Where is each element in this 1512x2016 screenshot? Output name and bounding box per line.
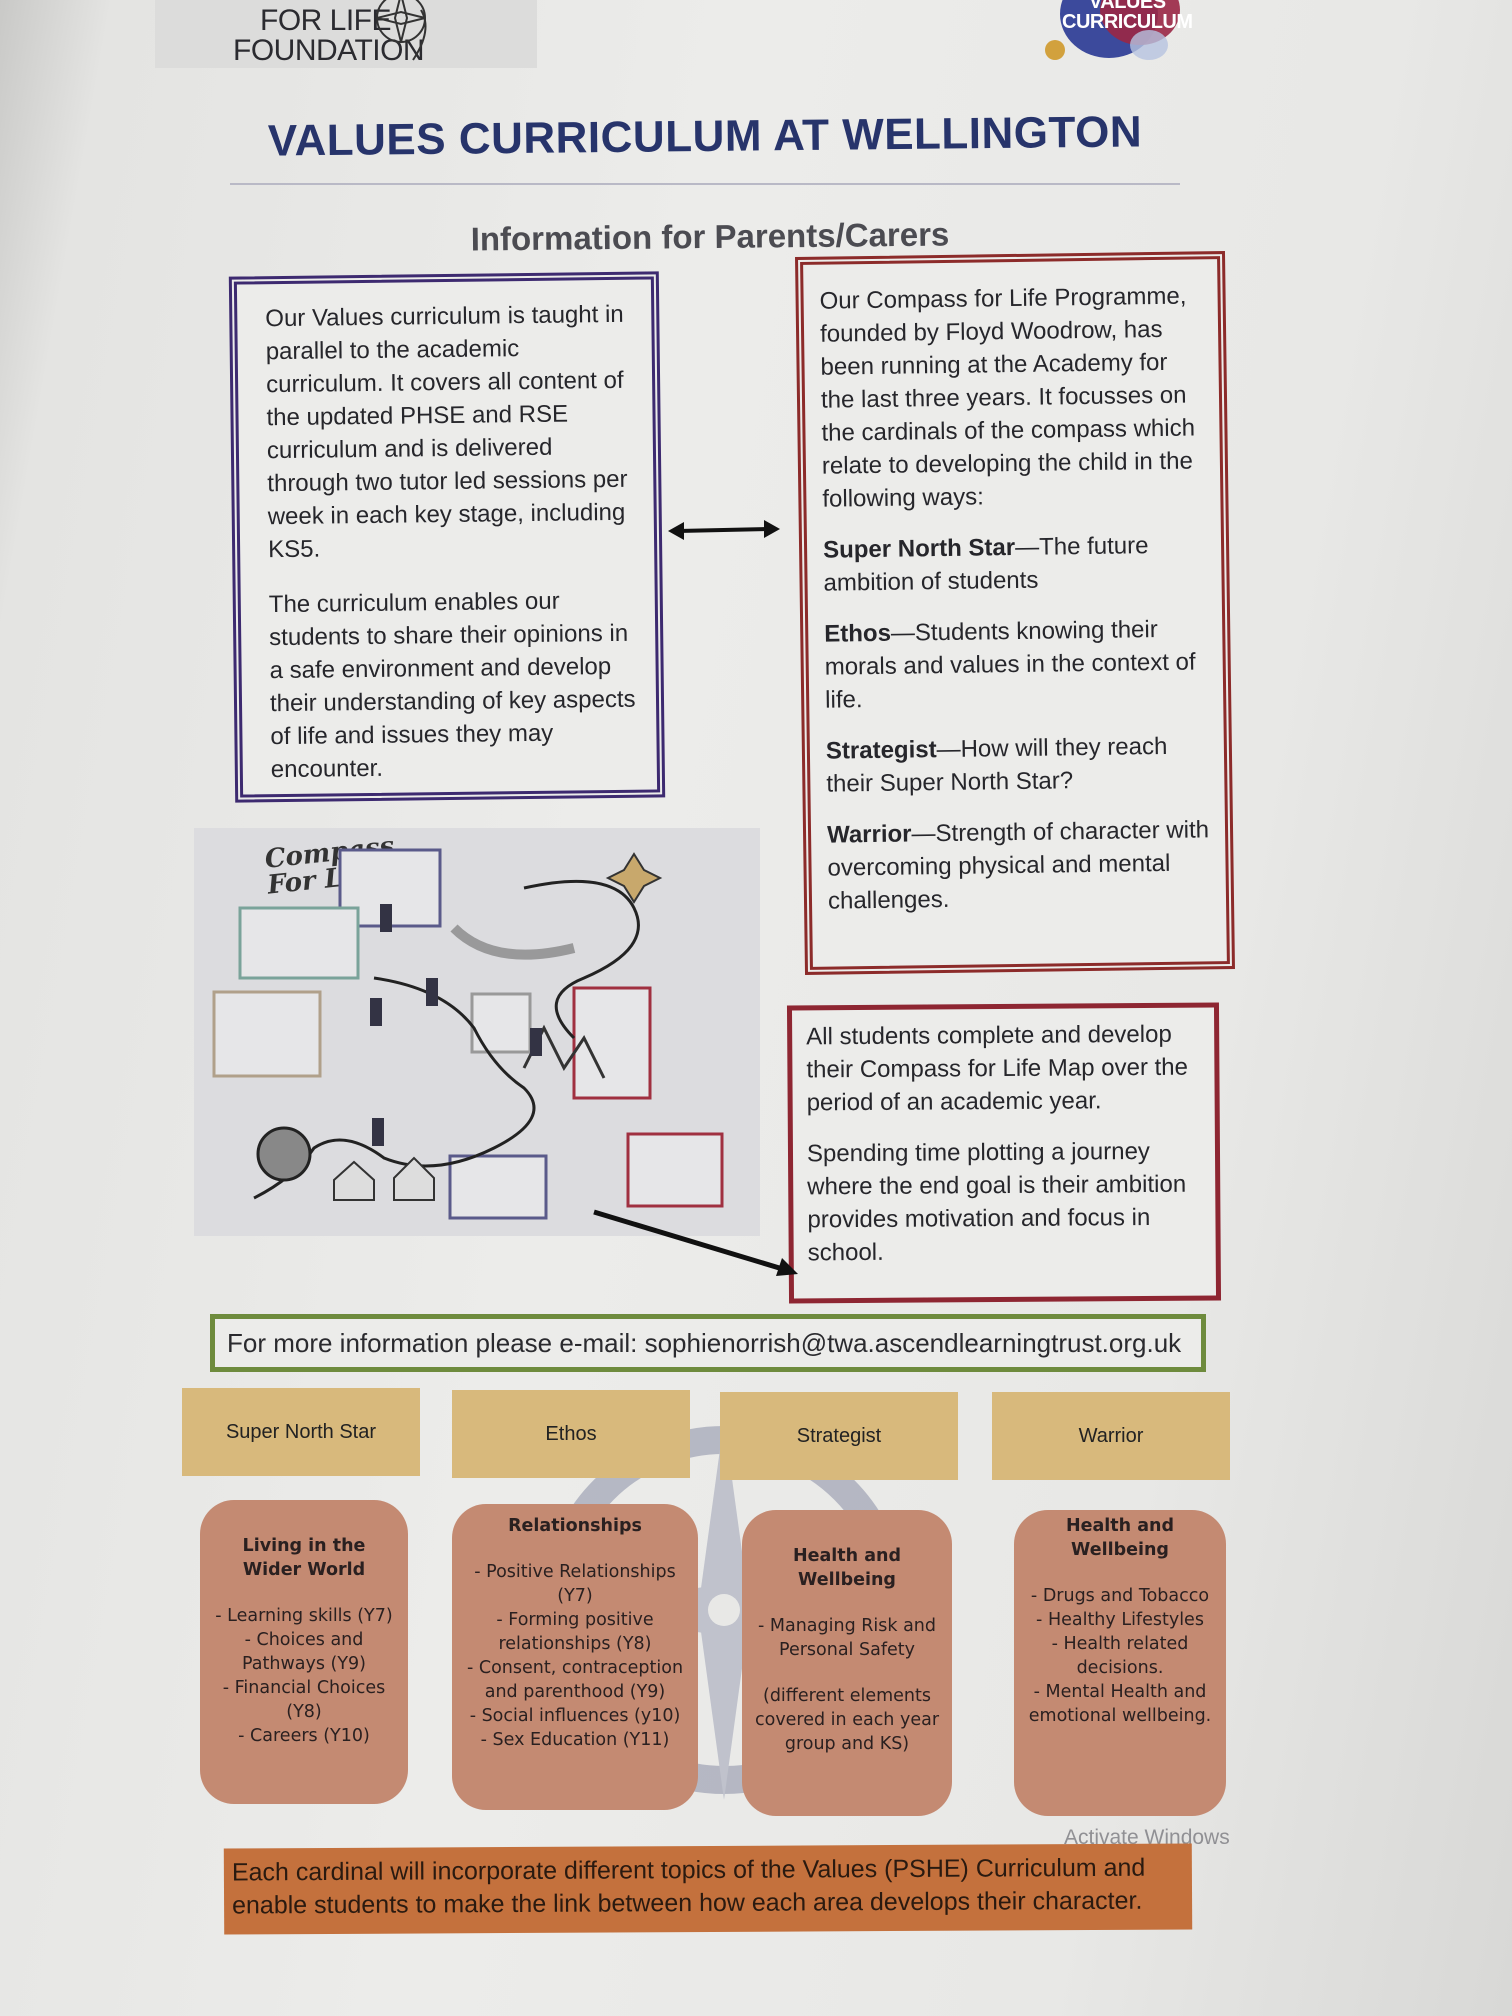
topic-item: Consent, contraception and parenthood (Y… (464, 1656, 686, 1704)
compass-item-ethos: Ethos—Students knowing their morals and … (824, 612, 1207, 716)
topic-heading: Relationships (508, 1516, 642, 1536)
map-para-1: All students complete and develop their … (806, 1020, 1189, 1117)
compass-item-warrior: Warrior—Strength of character with overc… (827, 813, 1210, 917)
topic-item: Forming positive relationships (Y8) (464, 1608, 686, 1656)
compass-rose-icon (376, 0, 427, 61)
map-para-2: Spending time plotting a journey where t… (806, 1137, 1187, 1267)
logo-left-line2: FOUNDATION (233, 34, 425, 67)
topic-health-wellbeing-strategist: Health and Wellbeing Managing Risk and P… (742, 1510, 952, 1816)
cardinal-ethos: Ethos (452, 1390, 690, 1478)
compass-term: Ethos (824, 619, 892, 648)
topic-item: Careers (Y10) (212, 1724, 396, 1748)
topic-relationships: Relationships Positive Relationships (Y7… (452, 1504, 698, 1810)
map-drawing (212, 848, 724, 1220)
summary-banner: Each cardinal will incorporate different… (223, 1843, 1193, 1935)
topic-living-in-wider-world: Living in the Wider World Learning skill… (200, 1500, 408, 1804)
topic-item: Healthy Lifestyles (1026, 1608, 1214, 1632)
logo-right-line2: CURRICULUM (1062, 11, 1193, 33)
double-arrow-icon (668, 520, 780, 540)
topic-heading: Living in the Wider World (242, 1536, 366, 1580)
activate-windows-watermark: Activate Windows (1064, 1826, 1230, 1849)
cardinal-super-north-star: Super North Star (182, 1388, 420, 1476)
topic-item: Financial Choices (Y8) (212, 1676, 396, 1724)
logo-right-line1: VALUES (1088, 0, 1166, 13)
map-info-box: All students complete and develop their … (786, 1002, 1222, 1304)
topic-item: Social influences (y10) (464, 1704, 686, 1728)
compass-item-strategist: Strategist—How will they reach their Sup… (826, 729, 1209, 800)
title-divider (230, 183, 1180, 185)
compass-term: Strategist (825, 736, 937, 765)
compass-item-super-north-star: Super North Star—The future ambition of … (823, 528, 1206, 599)
compass-for-life-foundation-logo: FOR LIFE FOUNDATION (155, 0, 537, 68)
compass-term: Warrior (826, 820, 912, 849)
topic-item: Choices and Pathways (Y9) (212, 1628, 396, 1676)
curriculum-para-2: The curriculum enables our students to s… (268, 587, 636, 784)
values-curriculum-logo: VALUES CURRICULUM (1040, 0, 1193, 62)
logo-left-line1: FOR LIFE (260, 4, 392, 37)
compass-term: Super North Star (822, 533, 1016, 564)
pointer-arrow-icon (593, 1209, 798, 1276)
page-subtitle: Information for Parents/Carers (470, 215, 950, 258)
page-title: VALUES CURRICULUM AT WELLINGTON (267, 107, 1143, 166)
compass-programme-box: Our Compass for Life Programme, founded … (795, 251, 1235, 975)
topic-heading: Health and Wellbeing (1065, 1516, 1175, 1560)
curriculum-info-box: Our Values curriculum is taught in paral… (228, 271, 666, 803)
topic-item: Drugs and Tobacco (1026, 1584, 1214, 1608)
topic-note: (different elements covered in each year… (754, 1686, 940, 1754)
cardinal-warrior: Warrior (992, 1392, 1230, 1480)
topic-item: Health related decisions. (1026, 1632, 1214, 1680)
compass-for-life-map-image: Compass For Life (194, 828, 760, 1236)
curriculum-para-1: Our Values curriculum is taught in paral… (265, 300, 628, 564)
topic-item: Positive Relationships (Y7) (464, 1560, 686, 1608)
topic-item: Managing Risk and Personal Safety (754, 1614, 940, 1662)
topic-health-wellbeing-warrior: Health and Wellbeing Drugs and Tobacco H… (1014, 1510, 1226, 1816)
compass-intro: Our Compass for Life Programme, founded … (819, 282, 1196, 513)
topic-item: Mental Health and emotional wellbeing. (1026, 1680, 1214, 1728)
cardinal-strategist: Strategist (720, 1392, 958, 1480)
topic-item: Learning skills (Y7) (212, 1604, 396, 1628)
topic-heading: Health and Wellbeing (792, 1546, 902, 1590)
email-contact-box: For more information please e-mail: soph… (210, 1314, 1206, 1372)
topic-item: Sex Education (Y11) (464, 1728, 686, 1752)
